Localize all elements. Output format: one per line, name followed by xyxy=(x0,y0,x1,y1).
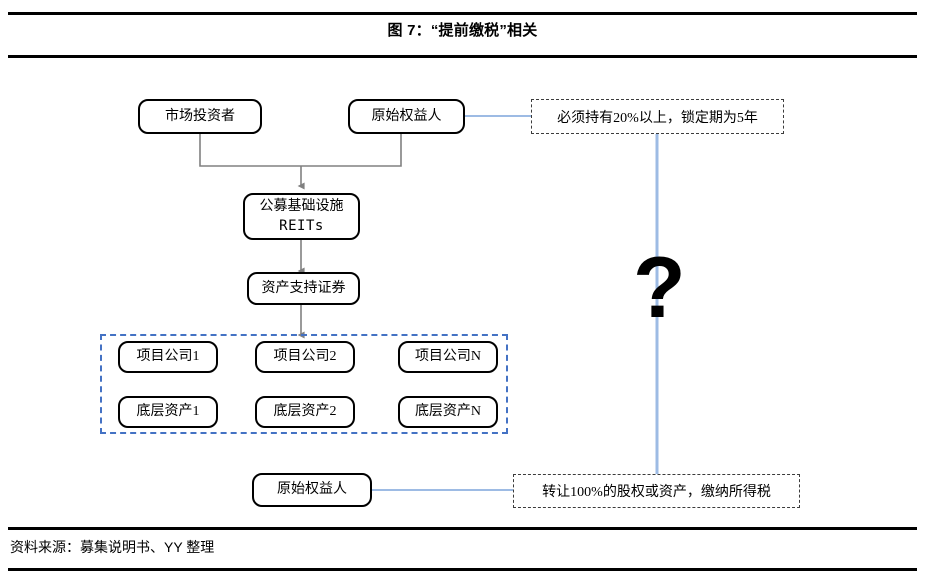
node-label: 项目公司N xyxy=(414,349,482,365)
node-label: 市场投资者 xyxy=(165,108,235,124)
diagram-canvas: 市场投资者 原始权益人 必须持有20%以上，锁定期为5年 公募基础设施 REIT… xyxy=(0,58,925,526)
source-rule-top xyxy=(8,527,917,530)
node-label-line2: REITs xyxy=(279,217,324,234)
footer-rule-bottom xyxy=(8,568,917,571)
node-label: 底层资产N xyxy=(414,404,482,420)
question-mark-annotation: ? xyxy=(633,245,686,331)
node-project-company-n[interactable]: 项目公司N xyxy=(398,341,498,373)
node-underlying-asset-2[interactable]: 底层资产2 xyxy=(255,396,355,428)
callout-transfer-rule[interactable]: 转让100%的股权或资产，缴纳所得税 xyxy=(513,474,800,508)
node-label: 资产支持证券 xyxy=(261,280,346,296)
header-rule-bottom xyxy=(8,55,917,58)
node-label: 项目公司1 xyxy=(136,349,200,365)
node-project-company-2[interactable]: 项目公司2 xyxy=(255,341,355,373)
node-project-company-1[interactable]: 项目公司1 xyxy=(118,341,218,373)
header-rule-top xyxy=(8,12,917,15)
node-original-equity-holder-bottom[interactable]: 原始权益人 xyxy=(252,473,372,507)
node-label: 底层资产2 xyxy=(273,404,337,420)
callout-holding-rule[interactable]: 必须持有20%以上，锁定期为5年 xyxy=(531,99,784,134)
node-label: 原始权益人 xyxy=(371,108,442,124)
callout-text: 必须持有20%以上，锁定期为5年 xyxy=(557,110,758,126)
node-label: 原始权益人 xyxy=(277,482,347,498)
figure-title: 图 7：“提前缴税”相关 xyxy=(387,22,538,39)
node-underlying-asset-n[interactable]: 底层资产N xyxy=(398,396,498,428)
node-original-equity-holder-top[interactable]: 原始权益人 xyxy=(348,99,465,134)
node-asset-backed-securities[interactable]: 资产支持证券 xyxy=(247,272,360,305)
connector-layer xyxy=(199,115,659,491)
node-label: 项目公司2 xyxy=(273,349,337,365)
node-label-line1: 公募基础设施 xyxy=(259,199,344,215)
figure-source: 资料来源：募集说明书、YY 整理 xyxy=(10,539,215,555)
question-mark-glyph: ? xyxy=(633,240,686,336)
callout-text: 转让100%的股权或资产，缴纳所得税 xyxy=(542,485,771,500)
node-underlying-asset-1[interactable]: 底层资产1 xyxy=(118,396,218,428)
node-market-investor[interactable]: 市场投资者 xyxy=(138,99,262,134)
node-public-reits[interactable]: 公募基础设施 REITs xyxy=(243,193,360,240)
node-label: 底层资产1 xyxy=(136,404,200,420)
